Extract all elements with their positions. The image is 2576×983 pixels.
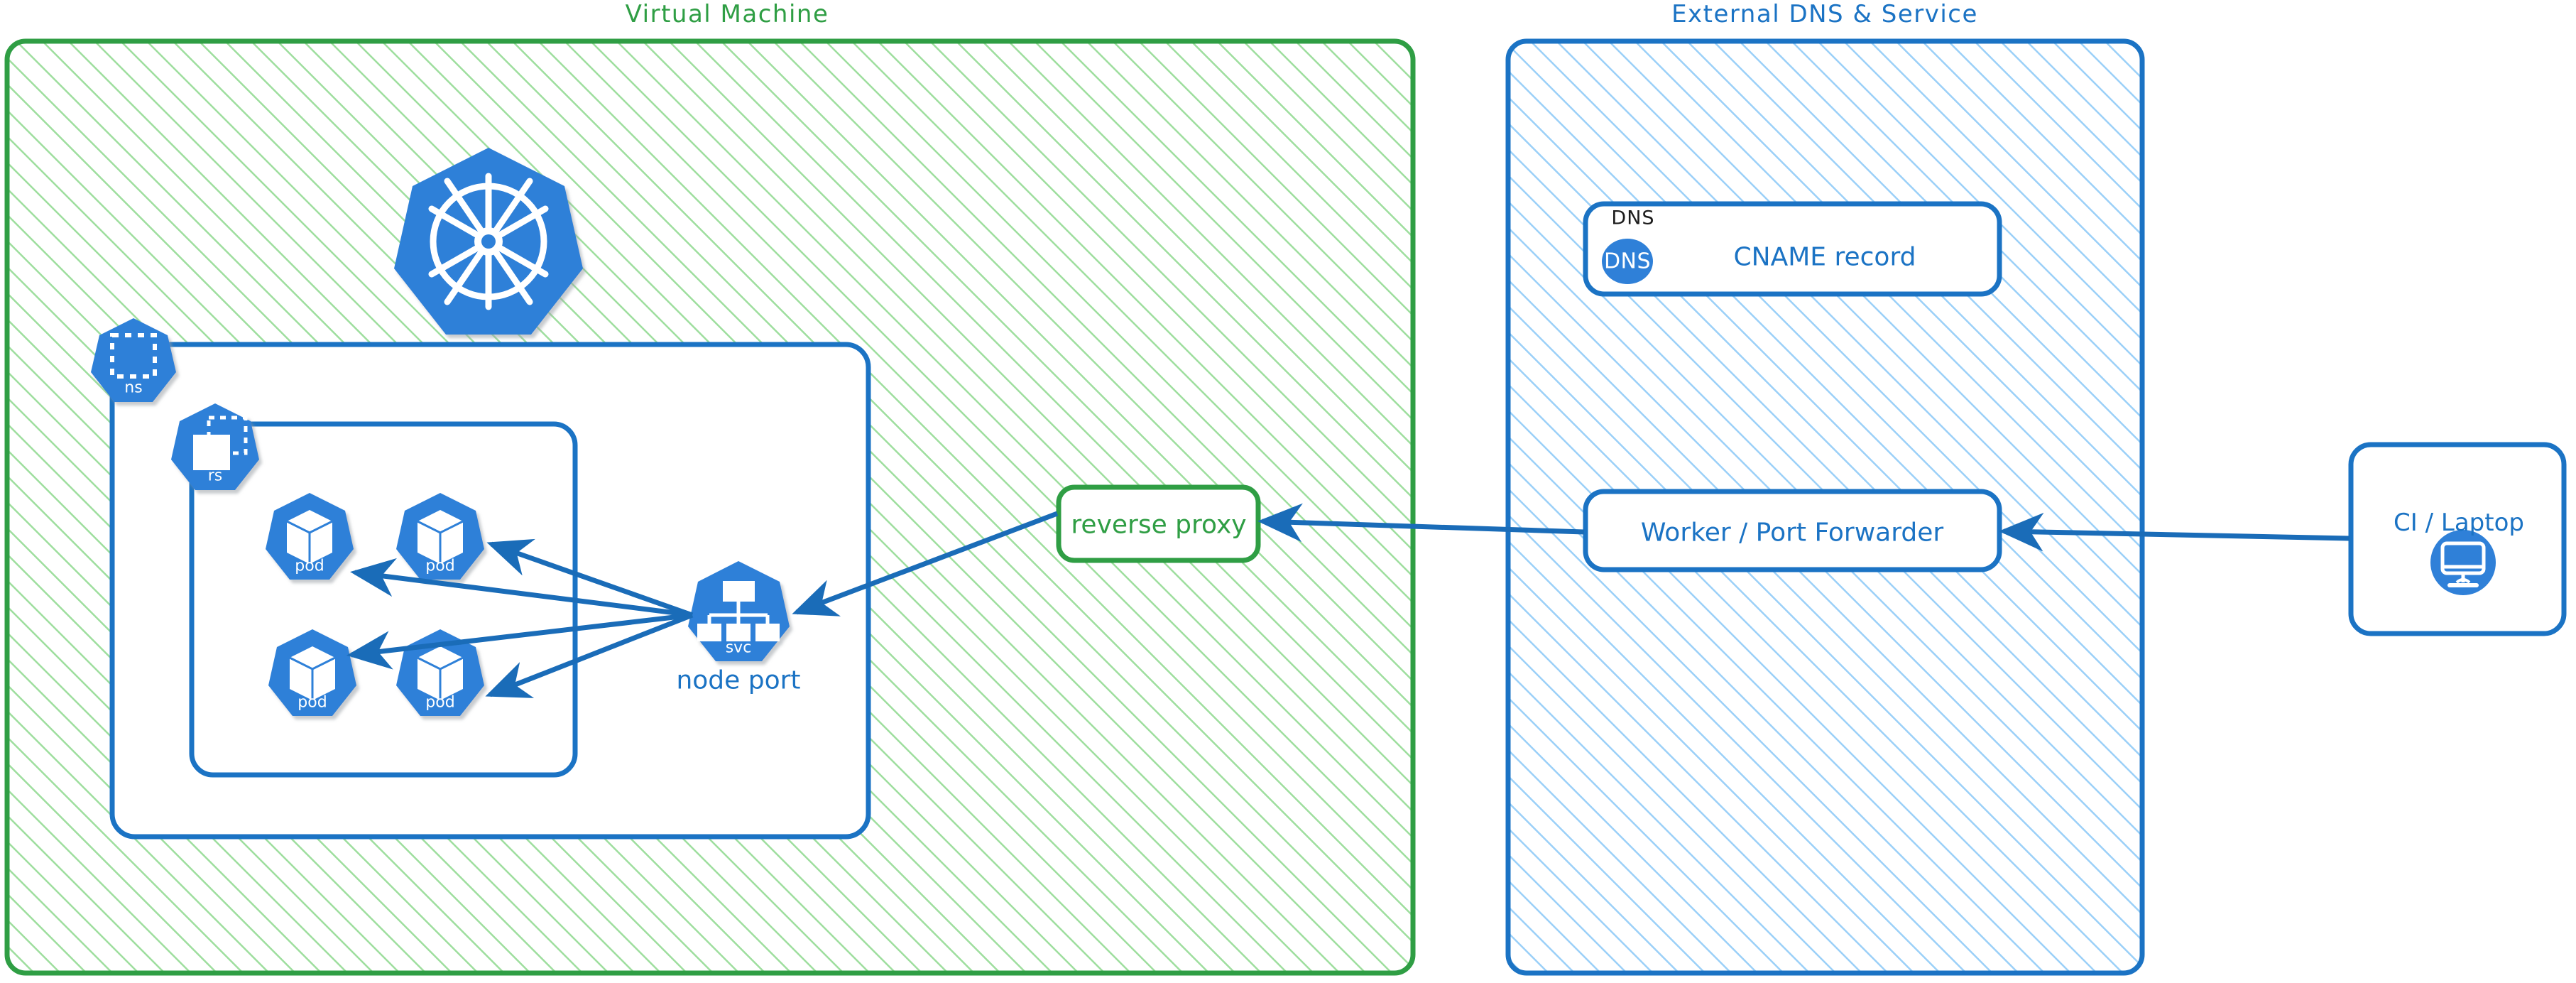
dns-badge-label: DNS	[1603, 249, 1652, 274]
replicaset-icon	[171, 403, 259, 490]
dns-badge-icon	[1602, 239, 1653, 284]
pod-icon	[396, 493, 484, 580]
cname-record-label: CNAME record	[1733, 242, 1916, 272]
virtual-machine-title: Virtual Machine	[625, 0, 829, 28]
external-zone-title: External DNS & Service	[1671, 0, 1978, 28]
arrow-reverse-proxy-to-service	[792, 511, 1059, 617]
arrow-client-to-worker	[1999, 512, 2350, 552]
desktop-monitor-icon	[2430, 530, 2496, 595]
replicaset-container	[189, 421, 578, 778]
namespace-icon	[91, 318, 176, 402]
ci-laptop-label: CI / Laptop	[2394, 509, 2524, 537]
reverse-proxy-label: reverse proxy	[1071, 510, 1247, 540]
pod-icon	[268, 629, 356, 716]
service-icon	[688, 561, 790, 661]
dns-record-card[interactable]	[1583, 201, 2002, 297]
arrow-svc-to-pod-4	[485, 612, 694, 698]
kubernetes-logo-icon	[394, 148, 583, 335]
pod-icon	[396, 629, 484, 716]
arrow-svc-to-pod-1	[350, 558, 693, 618]
arrow-svc-to-pod-2	[486, 538, 694, 618]
arrow-svc-to-pod-3	[346, 612, 693, 670]
service-to-pods-arrows	[346, 538, 694, 698]
pod-icon	[266, 493, 354, 580]
dns-group-label: DNS	[1611, 207, 1655, 229]
arrow-worker-to-reverse-proxy	[1257, 503, 1585, 543]
worker-label: Worker / Port Forwarder	[1640, 518, 1944, 548]
node-port-label: node port	[676, 666, 801, 695]
